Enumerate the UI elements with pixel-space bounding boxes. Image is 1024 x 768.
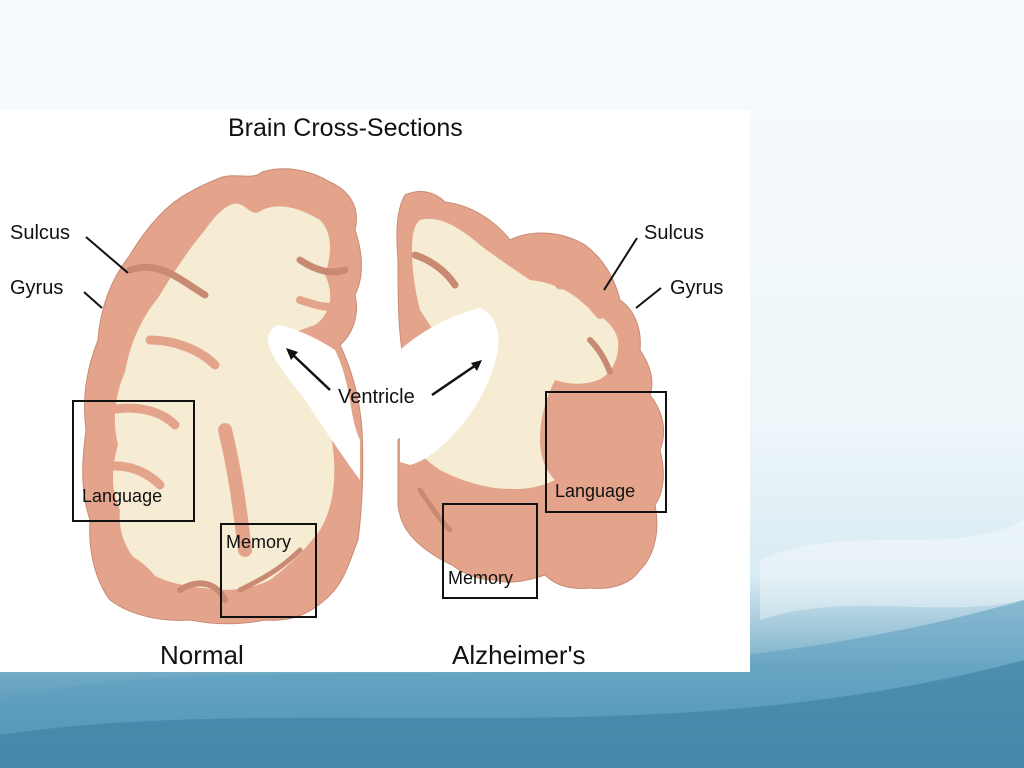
ventricle-label: Ventricle xyxy=(338,386,415,408)
sulcus-pointer-right xyxy=(603,237,638,291)
alzheimers-caption: Alzheimer's xyxy=(452,640,586,670)
language-label-normal: Language xyxy=(82,486,163,506)
gyrus-pointer-right xyxy=(635,287,662,309)
language-region-box-alzheimers xyxy=(545,391,667,513)
ventricle-arrowhead-left xyxy=(286,348,298,360)
normal-caption: Normal xyxy=(160,640,244,670)
normal-brain xyxy=(82,168,364,625)
normal-brain-ventricle xyxy=(268,325,360,480)
brain-figure-panel: Brain Cross-Sections Sulcus Gyrus Sulcus… xyxy=(0,110,750,672)
gyrus-label-right: Gyrus xyxy=(670,277,724,299)
alzheimers-brain xyxy=(396,191,665,589)
ventricle-arrowhead-right xyxy=(471,360,482,371)
alzheimers-brain-ventricle xyxy=(400,308,499,465)
memory-region-box-alzheimers xyxy=(442,503,538,599)
sulcus-label-left: Sulcus xyxy=(10,222,71,244)
gyrus-pointer-left xyxy=(83,291,103,309)
language-label-alzheimers: Language xyxy=(555,481,636,501)
memory-region-box-normal xyxy=(220,523,317,618)
ventricle-arrow-right xyxy=(431,363,477,397)
memory-label-alzheimers: Memory xyxy=(448,568,514,588)
language-region-box-normal xyxy=(72,400,195,522)
sulcus-pointer-left xyxy=(85,236,129,274)
normal-brain-white-matter xyxy=(113,203,335,590)
ventricle-arrow-left xyxy=(291,353,331,391)
sulcus-label-right: Sulcus xyxy=(644,222,705,244)
figure-title: Brain Cross-Sections xyxy=(228,114,463,142)
gyrus-label-left: Gyrus xyxy=(10,277,64,299)
brain-cross-sections-illustration xyxy=(72,168,667,625)
memory-label-normal: Memory xyxy=(226,532,292,552)
